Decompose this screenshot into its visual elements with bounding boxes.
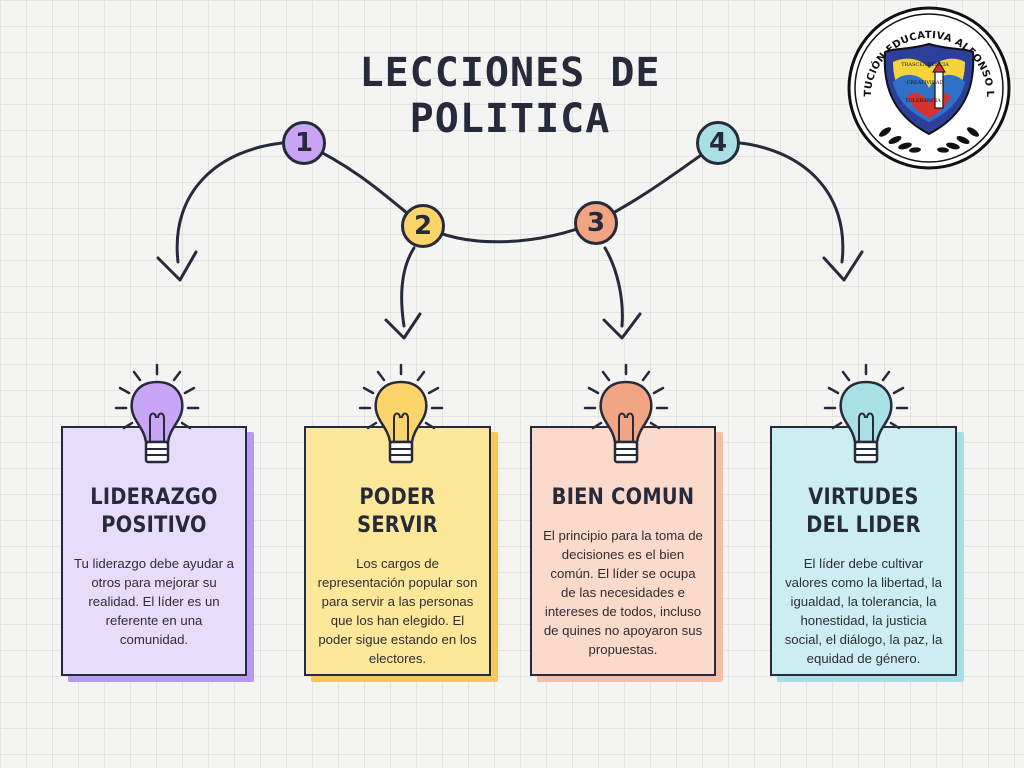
step-node-3: 3 (574, 201, 618, 245)
lightbulb-icon (358, 363, 444, 464)
svg-text:CREATIVIDAD: CREATIVIDAD (906, 80, 943, 86)
card-text: Los cargos de representación popular son… (317, 556, 478, 666)
lightbulb-icon (823, 363, 909, 464)
card-virtudes: VIRTUDES DEL LIDER El líder debe cultiva… (770, 426, 957, 676)
arrow-4 (738, 141, 845, 264)
step-node-2: 2 (401, 204, 445, 248)
card-title: PODER SERVIR (357, 485, 438, 538)
card-title: VIRTUDES DEL LIDER (806, 485, 921, 538)
card-text: El principio para la toma de decisiones … (543, 528, 703, 657)
card-text: Tu liderazgo debe ayudar a otros para me… (73, 556, 235, 647)
lightbulb-icon (583, 363, 669, 464)
step-node-4: 4 (696, 121, 740, 165)
page-title: LECCIONES DE POLITICA (359, 50, 661, 142)
step-node-1: 1 (282, 121, 326, 165)
svg-text:TOLERANCIA: TOLERANCIA (905, 98, 941, 104)
card-poder-servir: PODER SERVIR Los cargos de representació… (304, 426, 491, 676)
card-title: BIEN COMUN (551, 485, 695, 510)
card-bien-comun: BIEN COMUN El principio para la toma de … (530, 426, 716, 676)
main-curve (301, 141, 720, 244)
card-liderazgo: LIDERAZGO POSITIVO Tu liderazgo debe ayu… (61, 426, 247, 676)
arrow-3 (603, 246, 624, 328)
svg-text:TRASCENDENCIA: TRASCENDENCIA (901, 62, 949, 68)
card-title: LIDERAZGO POSITIVO (90, 485, 218, 538)
card-text: El líder debe cultivar valores como la l… (784, 556, 943, 666)
arrow-1 (175, 141, 284, 264)
school-seal-logo: INSTITUCIÓN EDUCATIVA ALFONSO LÓPEZ TRAS… (845, 4, 1011, 170)
lightbulb-icon (114, 363, 200, 464)
arrow-2 (400, 246, 416, 328)
